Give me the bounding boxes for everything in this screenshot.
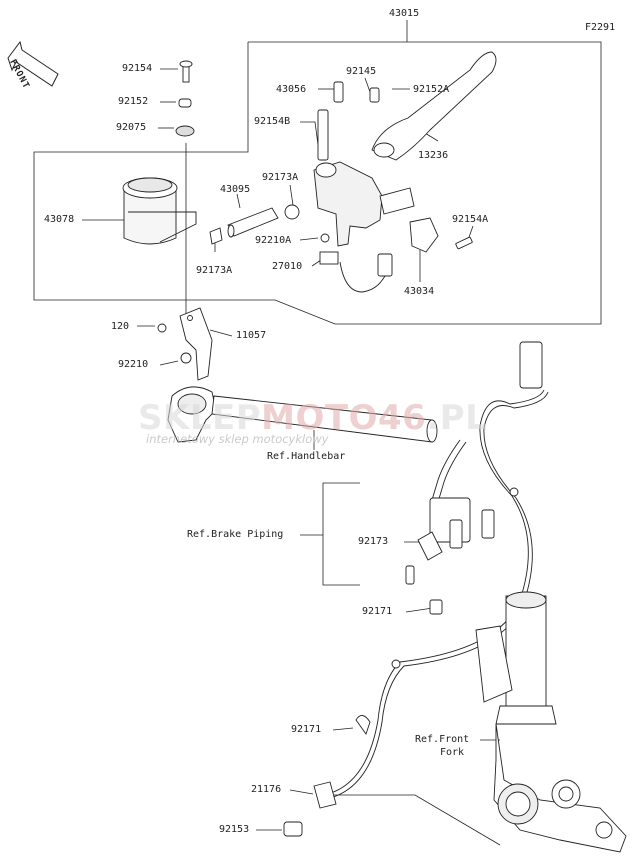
part-13236: 13236 (418, 150, 449, 161)
part-120: 120 (111, 321, 130, 332)
brake-hose-drawing (283, 341, 549, 837)
hose-drawing (209, 204, 300, 245)
leader-21176 (289, 789, 314, 795)
leader-92145 (364, 77, 371, 93)
part-92154A: 92154A (452, 214, 489, 225)
part-92210: 92210 (118, 359, 149, 370)
watermark-part-b: MOTO (261, 398, 378, 438)
ref-front-fork-line2: Fork (440, 747, 465, 758)
front-fork-drawing (475, 591, 627, 853)
part-43015: 43015 (389, 8, 420, 19)
figure-code: F2291 (585, 22, 616, 33)
leader-92210A (299, 237, 319, 241)
part-92153: 92153 (219, 824, 250, 835)
ref-front-fork-line1: Ref.Front (415, 734, 470, 745)
assembly-outline (33, 41, 602, 325)
part-43034: 43034 (404, 286, 435, 297)
leader-11057 (209, 329, 233, 337)
part-92173: 92173 (358, 536, 389, 547)
leader-92154B (300, 121, 321, 161)
leader-92210 (159, 360, 179, 366)
part-43056: 43056 (276, 84, 307, 95)
leader-92173A-top (289, 184, 294, 206)
part-11057: 11057 (236, 330, 267, 341)
ref-handlebar: Ref.Handlebar (267, 451, 346, 462)
handlebar-drawing (167, 386, 438, 443)
part-43095: 43095 (220, 184, 251, 195)
part-43078: 43078 (44, 214, 75, 225)
part-92154B: 92154B (254, 116, 291, 127)
front-arrow-icon (7, 40, 59, 87)
ref-brake-piping: Ref.Brake Piping (187, 529, 284, 540)
watermark-part-c: 46 (378, 398, 427, 438)
lever-drawing (371, 51, 497, 161)
watermark-part-d: .PL (426, 398, 488, 438)
part-92154: 92154 (122, 63, 153, 74)
leader-92171b (332, 727, 354, 731)
part-92173A-bot: 92173A (196, 265, 233, 276)
part-92145: 92145 (346, 66, 377, 77)
part-92173A-top: 92173A (262, 172, 299, 183)
part-92171-a: 92171 (362, 606, 393, 617)
leader-43095 (236, 193, 241, 209)
master-cylinder-drawing (313, 81, 473, 253)
part-92152A: 92152A (413, 84, 450, 95)
leader-hose-pair (320, 794, 501, 846)
watermark-main: SKLEPMOTO46.PL (138, 398, 487, 438)
part-92075: 92075 (116, 122, 147, 133)
part-92152: 92152 (118, 96, 149, 107)
part-21176: 21176 (251, 784, 282, 795)
switch-cable-drawing (319, 251, 393, 293)
watermark-part-a: SKLEP (138, 398, 262, 438)
leader-92171a (405, 607, 434, 613)
reservoir-drawing (122, 60, 197, 245)
part-92171-b: 92171 (291, 724, 322, 735)
brake-piping-bracket (322, 482, 360, 586)
bracket-drawing (157, 307, 213, 381)
part-92210A: 92210A (255, 235, 292, 246)
watermark-sub: internetowy sklep motocyklowy (146, 432, 329, 446)
part-27010: 27010 (272, 261, 303, 272)
